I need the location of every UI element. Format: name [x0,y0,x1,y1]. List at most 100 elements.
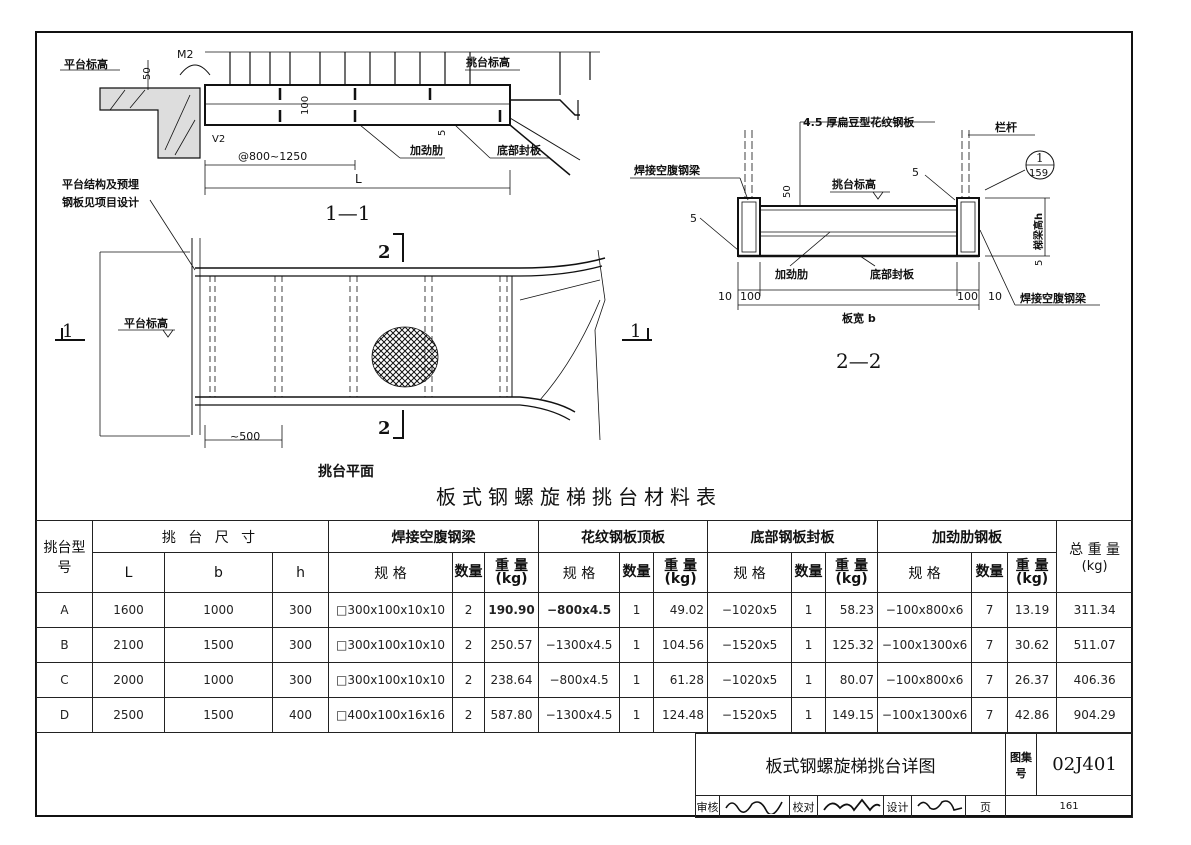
cell-h: 400 [271,697,330,733]
cell-b: 1500 [164,697,273,733]
cell-top-weight: 49.02 [653,592,709,628]
length-label: L [355,172,362,186]
cell-beam-spec: □300x100x10x10 [328,662,454,698]
header-beam-weight-label: 重 量 [495,557,528,574]
v2-label: V2 [212,134,225,145]
dim-50-label: 50 [142,67,153,80]
dim-10-left: 10 [718,290,732,303]
cell-stf-spec: −100x1300x6 [877,697,973,733]
cut-2-top: 2 [378,242,391,263]
cell-bot-qty: 1 [791,627,827,663]
cell-stf-qty: 7 [971,592,1009,628]
header-bottom-plate: 底部钢板封板 [707,520,879,553]
header-L: L [92,552,165,593]
cell-bot-spec: −1020x5 [707,662,793,698]
header-beam: 焊接空腹钢梁 [328,520,540,553]
cell-top-spec: −800x4.5 [538,662,621,698]
table-title: 板式钢螺旋梯挑台材料表 [436,485,722,509]
cell-beam-weight: 190.90 [484,592,540,628]
ref-circle-top: 1 [1036,151,1044,165]
dim-10-right: 10 [988,290,1002,303]
cut-2-bottom: 2 [378,418,391,439]
header-h: h [271,552,330,593]
cell-total: 406.36 [1056,662,1134,698]
cell-beam-qty: 2 [452,627,486,663]
cell-L: 1600 [92,592,165,628]
cell-top-qty: 1 [619,662,655,698]
cell-L: 2500 [92,697,165,733]
drawing-title: 板式钢螺旋梯挑台详图 [694,733,1007,796]
dim-500-label: ~500 [230,430,260,443]
cell-b: 1000 [164,592,273,628]
cell-bot-qty: 1 [791,697,827,733]
cell-top-spec: −1300x4.5 [538,697,621,733]
cell-L: 2100 [92,627,165,663]
review-signature [719,795,790,818]
m2-label: M2 [177,48,194,61]
bottom-plate-label: 底部封板 [497,143,542,157]
section-22-dim-5: 5 [1034,260,1045,266]
check-signature [817,795,884,818]
header-b: b [164,552,273,593]
header-total: 总 重 量 (kg) [1056,520,1134,593]
spacing-label: @800~1250 [238,150,307,163]
cell-b: 1500 [164,627,273,663]
plan-title: 挑台平面 [318,463,374,480]
top-plate-label: 4.5 厚扁豆型花纹钢板 [803,115,915,129]
header-beam-spec: 规 格 [328,552,454,593]
cell-type: C [36,662,93,698]
header-top-qty: 数量 [619,552,655,593]
page-label: 页 [964,795,1007,818]
header-stf-weight-label: 重 量 [1015,557,1049,574]
dim-100-label: 100 [300,96,311,115]
cell-bot-weight: 125.32 [825,627,879,663]
atlas-number: 02J401 [1036,733,1134,796]
table-row: B 2100 1500 300 □300x100x10x10 2 250.57 … [36,627,1134,663]
design-label: 设计 [883,795,912,818]
railing-label: 栏杆 [995,120,1017,134]
cell-b: 1000 [164,662,273,698]
check-signature-mark [822,798,881,812]
weld-5-right: 5 [912,166,919,179]
dim-100-left: 100 [740,290,761,303]
page-number: 161 [1005,795,1134,818]
cell-top-spec: −800x4.5 [538,592,621,628]
section-22-dim-50: 50 [782,185,793,198]
cell-bot-qty: 1 [791,662,827,698]
cell-type: B [36,627,93,663]
note-line2: 钢板见项目设计 [62,195,139,209]
cell-beam-spec: □300x100x10x10 [328,627,454,663]
header-bot-spec: 规 格 [707,552,793,593]
header-beam-qty: 数量 [452,552,486,593]
table-row: D 2500 1500 400 □400x100x16x16 2 587.80 … [36,697,1134,733]
cell-beam-qty: 2 [452,697,486,733]
cell-top-qty: 1 [619,697,655,733]
cell-top-qty: 1 [619,627,655,663]
cell-stf-spec: −100x1300x6 [877,627,973,663]
review-signature-mark [724,801,783,816]
header-stf-qty: 数量 [971,552,1009,593]
cut-1-right: 1 [630,321,641,342]
section-22-level-label: 挑台标高 [832,177,876,191]
cell-h: 300 [271,592,330,628]
design-signature [911,795,966,818]
cell-beam-qty: 2 [452,662,486,698]
section-1-1-title: 1—1 [325,201,370,225]
header-stf-weight-unit: (kg) [1016,570,1049,587]
cell-beam-weight: 250.57 [484,627,540,663]
header-beam-weight: 重 量(kg) [484,552,540,593]
cell-beam-spec: □400x100x16x16 [328,697,454,733]
cell-beam-weight: 587.80 [484,697,540,733]
cell-type: D [36,697,93,733]
welded-beam-right-label: 焊接空腹钢梁 [1020,291,1087,305]
cell-stf-spec: −100x800x6 [877,662,973,698]
cell-bot-spec: −1020x5 [707,592,793,628]
cell-bot-spec: −1520x5 [707,697,793,733]
cut-1-left: 1 [62,321,73,342]
cantilever-level-label: 挑台标高 [466,55,510,69]
cell-total: 511.07 [1056,627,1134,663]
header-bot-weight-unit: (kg) [835,570,868,587]
table-row: C 2000 1000 300 □300x100x10x10 2 238.64 … [36,662,1134,698]
section-2-2 [630,121,1100,310]
